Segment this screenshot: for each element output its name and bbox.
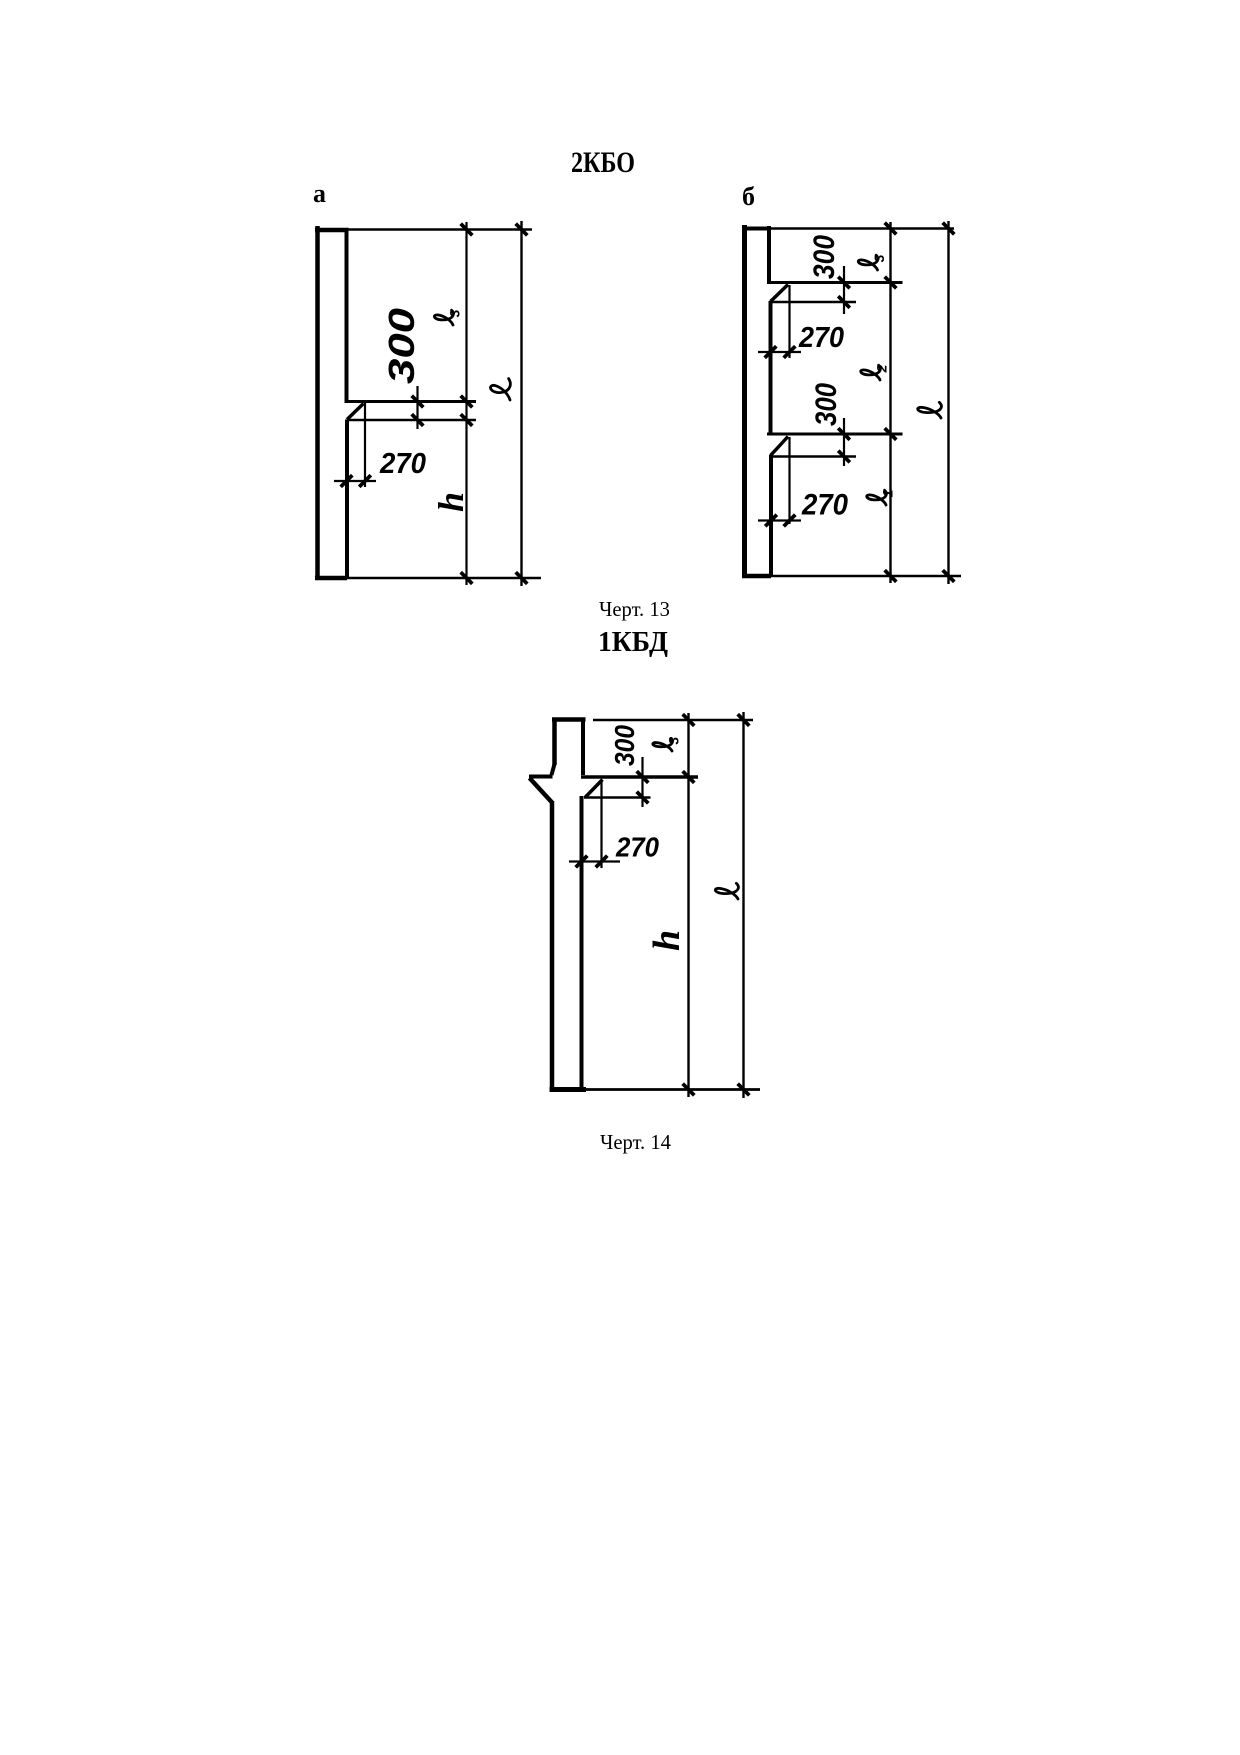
svg-text:2КБО: 2КБО (571, 146, 635, 179)
svg-text:Черт. 14: Черт. 14 (600, 1130, 671, 1154)
svg-text:h: h (646, 930, 688, 951)
svg-text:Черт. 13: Черт. 13 (599, 597, 670, 621)
svg-text:3: 3 (666, 737, 682, 745)
svg-text:h: h (431, 492, 471, 512)
svg-text:300: 300 (810, 383, 843, 426)
svg-text:3: 3 (871, 254, 887, 262)
svg-text:1: 1 (880, 489, 896, 497)
svg-text:б: б (742, 182, 755, 211)
svg-text:270: 270 (379, 448, 426, 480)
svg-text:270: 270 (615, 832, 659, 863)
svg-text:300: 300 (808, 235, 841, 279)
svg-text:300: 300 (609, 725, 640, 766)
svg-text:270: 270 (798, 322, 844, 354)
svg-text:3: 3 (446, 309, 462, 317)
svg-text:300: 300 (381, 308, 422, 384)
svg-text:а: а (313, 179, 326, 208)
svg-text:270: 270 (801, 489, 848, 522)
svg-text:2: 2 (874, 364, 890, 373)
svg-text:1КБД: 1КБД (598, 626, 668, 658)
